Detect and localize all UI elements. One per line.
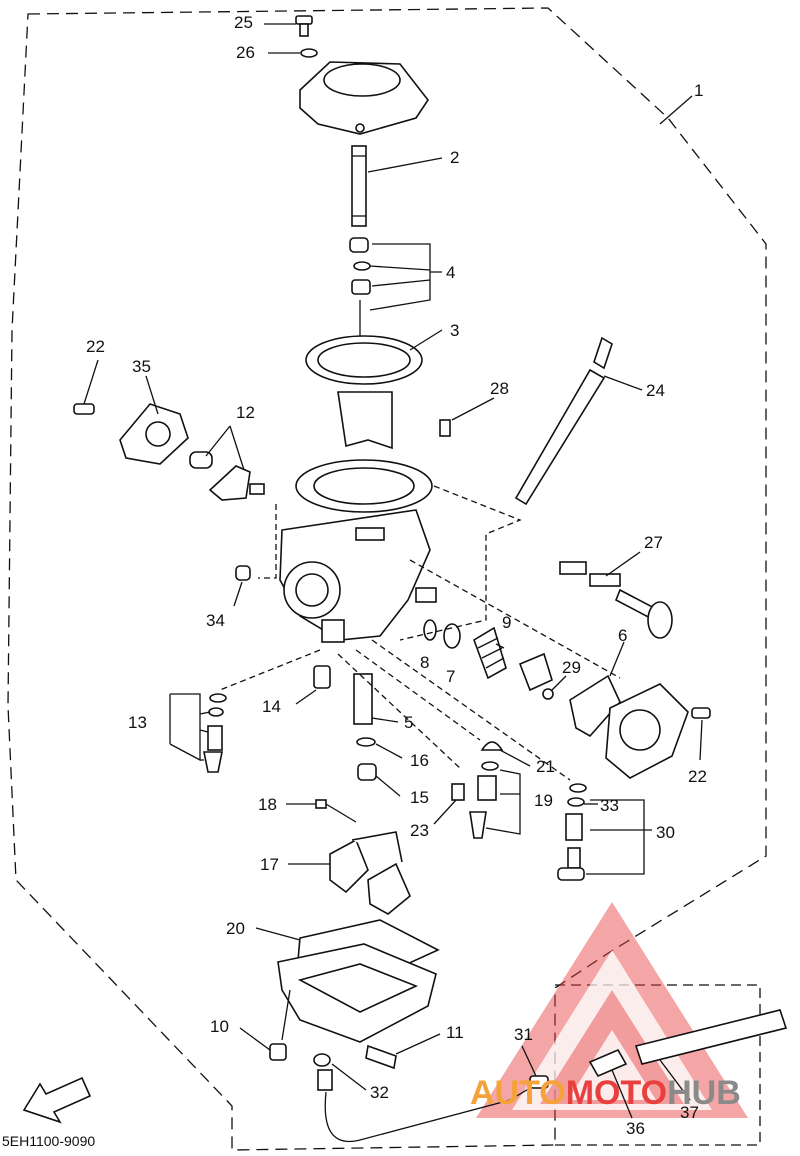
callout-21: 21 xyxy=(536,757,555,776)
callout-14: 14 xyxy=(262,697,281,716)
callout-16: 16 xyxy=(410,751,429,770)
pilot-jet-23 xyxy=(451,783,465,801)
seal-7 xyxy=(443,623,461,649)
spring-28 xyxy=(439,419,451,437)
callout-27: 27 xyxy=(644,533,663,552)
callout-30: 30 xyxy=(656,823,675,842)
washer-33 xyxy=(567,797,585,807)
cover-35 xyxy=(119,403,189,465)
callout-22-right: 22 xyxy=(688,767,707,786)
catalog-code: 5EH1100-9090 xyxy=(2,1133,95,1149)
idle-screw-27 xyxy=(559,561,673,639)
callout-26: 26 xyxy=(236,43,255,62)
fwd-arrow xyxy=(22,1076,92,1124)
screw-22-right xyxy=(691,707,711,719)
callout-37: 37 xyxy=(680,1103,699,1122)
carburetor-top-cover xyxy=(299,61,429,135)
callout-1: 1 xyxy=(694,81,703,100)
pin-18 xyxy=(315,799,357,823)
callout-28: 28 xyxy=(490,379,509,398)
cap-21 xyxy=(480,741,504,751)
drain-hose xyxy=(324,1081,541,1142)
callout-25: 25 xyxy=(234,13,253,32)
callout-2: 2 xyxy=(450,148,459,167)
washer-8 xyxy=(423,619,437,641)
hose-group-boundary xyxy=(555,984,761,1146)
callout-10: 10 xyxy=(210,1017,229,1036)
spring-2 xyxy=(351,145,367,227)
screw-22-left xyxy=(73,403,95,415)
o-ring-33a xyxy=(569,783,587,793)
float-17 xyxy=(329,831,411,915)
watermark-text: AUTOMOTOHUB xyxy=(470,1074,741,1112)
bracket-29 xyxy=(518,652,554,700)
callout-20: 20 xyxy=(226,919,245,938)
callout-8: 8 xyxy=(420,653,429,672)
callout-7: 7 xyxy=(446,667,455,686)
o-ring-19-top xyxy=(481,761,499,771)
gasket-6 xyxy=(569,674,621,738)
clip-32 xyxy=(313,1053,331,1067)
screw-25 xyxy=(295,15,313,37)
callout-labels: 1 2 3 4 5 6 7 8 9 10 11 12 13 14 15 16 1… xyxy=(86,13,707,1138)
callout-9: 9 xyxy=(502,613,511,632)
needle-jet-holder-5 xyxy=(353,673,373,725)
cap-34 xyxy=(235,565,251,581)
callout-31: 31 xyxy=(514,1025,533,1044)
watermark-hub: HUB xyxy=(667,1074,741,1112)
diaphragm-piston-3 xyxy=(305,335,423,450)
callout-29: 29 xyxy=(562,658,581,677)
carburetor-body xyxy=(279,459,437,643)
callout-6: 6 xyxy=(618,626,627,645)
float-bowl xyxy=(277,943,437,1043)
callout-18: 18 xyxy=(258,795,277,814)
starter-plunger-12 xyxy=(189,451,265,501)
callout-33: 33 xyxy=(600,796,619,815)
callout-23: 23 xyxy=(410,821,429,840)
main-jet-19 xyxy=(469,775,497,839)
jet-15 xyxy=(357,763,377,781)
callout-36: 36 xyxy=(626,1119,645,1138)
callout-3: 3 xyxy=(450,321,459,340)
callout-32: 32 xyxy=(370,1083,389,1102)
plug-14 xyxy=(313,665,331,689)
callout-19: 19 xyxy=(534,791,553,810)
drain-tube-stub xyxy=(317,1069,333,1091)
coasting-enricher-cover xyxy=(605,683,689,779)
throttle-rod-24 xyxy=(514,336,613,506)
assembly-boundary xyxy=(7,7,767,1151)
callout-5: 5 xyxy=(404,713,413,732)
watermark-auto: AUTO xyxy=(470,1074,566,1112)
callout-22-left: 22 xyxy=(86,337,105,356)
pilot-screw-set-13 xyxy=(203,693,227,773)
washer-26 xyxy=(300,48,318,58)
callout-17: 17 xyxy=(260,855,279,874)
callout-12: 12 xyxy=(236,403,255,422)
callout-11: 11 xyxy=(446,1023,464,1042)
drain-screw-11 xyxy=(365,1044,397,1070)
callout-34: 34 xyxy=(206,611,225,630)
callout-4: 4 xyxy=(446,263,455,282)
joint-36 xyxy=(588,1048,628,1078)
leader-lines xyxy=(83,23,703,1119)
callout-24: 24 xyxy=(646,381,665,400)
callout-35: 35 xyxy=(132,357,151,376)
fitting-31 xyxy=(529,1075,549,1089)
callout-15: 15 xyxy=(410,788,429,807)
fuel-hose-37 xyxy=(634,1009,788,1065)
watermark-moto: MOTO xyxy=(566,1074,667,1112)
spring-9 xyxy=(473,626,507,680)
washer-16 xyxy=(356,737,376,747)
screw-10 xyxy=(269,1043,287,1061)
screw-set-30 xyxy=(557,813,585,881)
callout-13: 13 xyxy=(128,713,147,732)
